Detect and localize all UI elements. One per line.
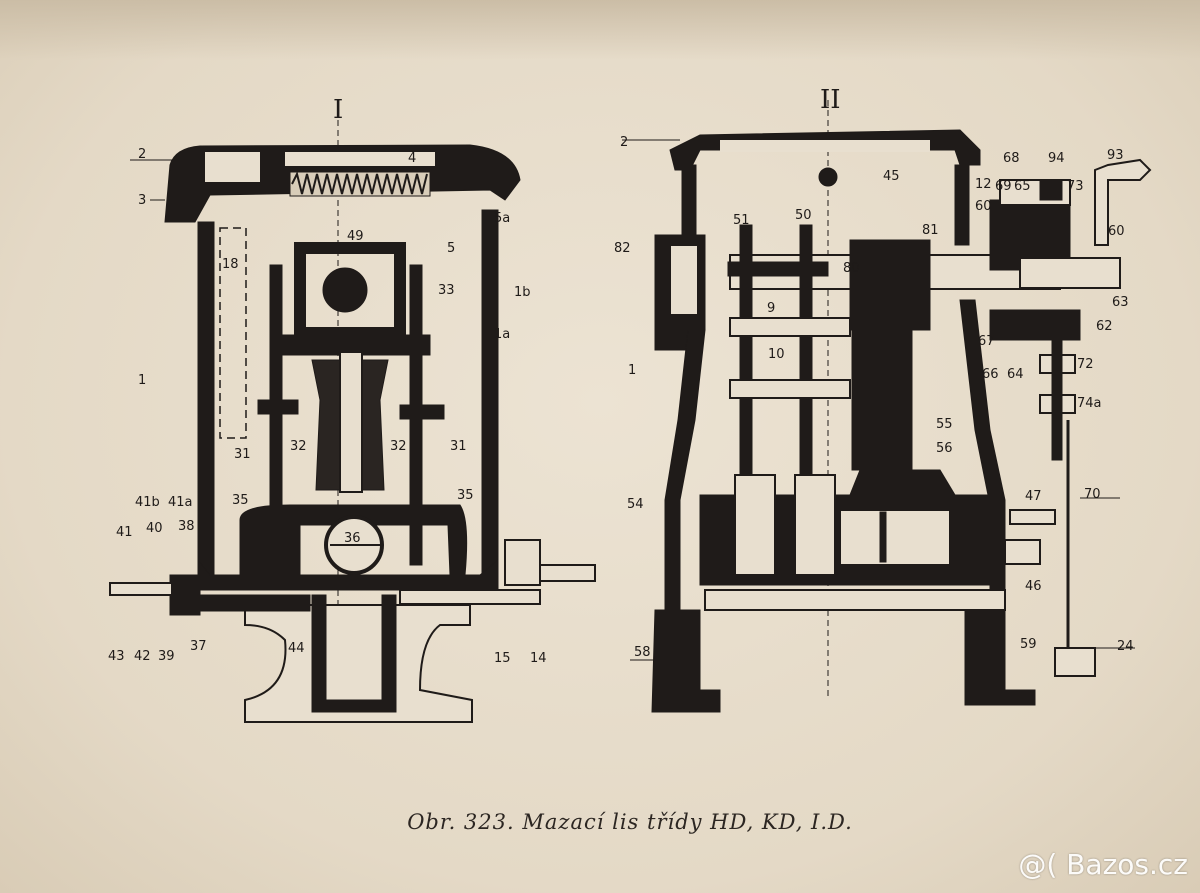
left-callout-4: 4 [408,151,416,166]
right-callout-93: 93 [1107,148,1124,163]
left-callout-14: 14 [530,651,547,666]
right-callout-60: 60 [1108,224,1125,239]
left-callout-44: 44 [288,641,305,656]
right-callout-67: 67 [978,334,995,349]
right-callout-47: 47 [1025,489,1042,504]
left-callout-35: 35 [457,488,474,503]
right-callout-46: 46 [1025,579,1042,594]
right-callout-62: 62 [1096,319,1113,334]
right-callout-24: 24 [1117,639,1134,654]
left-callout-3: 3 [138,193,146,208]
right-callout-12: 12 [975,177,992,192]
right-callout-2: 2 [620,135,628,150]
left-callout-49: 49 [347,229,364,244]
left-callout-38: 38 [178,519,195,534]
page-shadow [0,0,1200,60]
left-callout-41: 41 [116,525,133,540]
right-callout-45: 45 [883,169,900,184]
right-press-cross-section [622,100,1152,713]
watermark: @( Bazos.cz [1018,848,1188,881]
left-callout-41a: 41a [168,495,193,510]
left-callout-42: 42 [134,649,151,664]
right-callout-80: 80 [843,261,860,276]
right-callout-50: 50 [795,208,812,223]
right-callout-68: 68 [1003,151,1020,166]
left-callout-32: 32 [390,439,407,454]
left-callout-5: 5 [447,241,455,256]
figure-caption: Obr. 323. Mazací lis třídy HD, KD, I.D. [407,810,853,834]
section-mark-2: II [820,85,841,115]
right-callout-94: 94 [1048,151,1065,166]
left-callout-31: 31 [234,447,251,462]
left-callout-39: 39 [158,649,175,664]
right-callout-58: 58 [634,645,651,660]
right-callout-66: 66 [982,367,999,382]
right-callout-56: 56 [936,441,953,456]
right-callout-54: 54 [627,497,644,512]
right-callout-69: 69 [995,179,1012,194]
right-callout-60: 60 [975,199,992,214]
left-callout-labels: 2 3 4 5a 5 1b 1a 49 18 33 1 31 32 32 31 35 35 36 41b 41a 41 4… [108,147,547,666]
left-press-cross-section [109,100,596,723]
right-callout-63: 63 [1112,295,1129,310]
left-callout-35: 35 [232,493,249,508]
right-callout-59: 59 [1020,637,1037,652]
left-callout-33: 33 [438,283,455,298]
left-callout-5a: 5a [494,211,510,226]
right-callout-10: 10 [768,347,785,362]
left-callout-2: 2 [138,147,146,162]
right-callout-73: 73 [1067,179,1084,194]
right-callout-70: 70 [1084,487,1101,502]
left-callout-18: 18 [222,257,239,272]
right-callout-1: 1 [628,363,636,378]
right-callout-74a: 74a [1077,396,1102,411]
left-callout-43: 43 [108,649,125,664]
right-callout-64: 64 [1007,367,1024,382]
left-callout-40: 40 [146,521,163,536]
right-callout-81: 81 [922,223,939,238]
right-callout-65: 65 [1014,179,1031,194]
right-callout-82: 82 [614,241,631,256]
right-callout-51: 51 [733,213,750,228]
left-callout-1a: 1a [494,327,510,342]
left-callout-36: 36 [344,531,361,546]
left-callout-15: 15 [494,651,511,666]
left-callout-37: 37 [190,639,207,654]
right-callout-9: 9 [767,301,775,316]
section-mark-1: I [333,95,343,125]
left-callout-1: 1 [138,373,146,388]
right-callout-55: 55 [936,417,953,432]
left-callout-1b: 1b [514,285,531,300]
left-callout-31: 31 [450,439,467,454]
left-callout-32: 32 [290,439,307,454]
right-callout-72: 72 [1077,357,1094,372]
left-callout-41b: 41b [135,495,160,510]
